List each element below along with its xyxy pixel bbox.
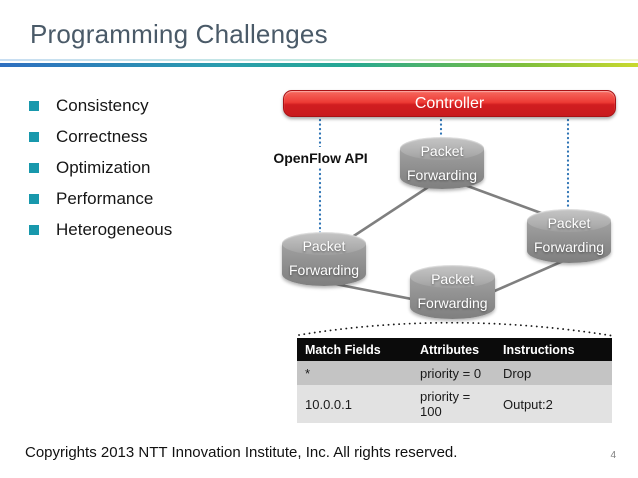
table-cell: priority = 100 xyxy=(412,385,495,423)
list-item: Consistency xyxy=(29,90,172,121)
bullet-square-icon xyxy=(29,193,39,204)
node-label: Packet Forwarding xyxy=(410,267,495,315)
cylinder-top xyxy=(527,209,611,232)
list-item: Correctness xyxy=(29,121,172,152)
node-label-line1: Packet xyxy=(547,215,591,231)
column-header: Match Fields xyxy=(297,338,412,361)
flow-table-callout-dots xyxy=(298,321,615,337)
cylinder-top xyxy=(410,265,495,288)
node-label: Packet Forwarding xyxy=(527,211,611,259)
bullet-square-icon xyxy=(29,131,39,142)
bullet-square-icon xyxy=(29,162,39,173)
openflow-api-label: OpenFlow API xyxy=(272,147,369,168)
bullet-square-icon xyxy=(29,100,39,111)
controller-label: Controller xyxy=(414,94,485,112)
node-label-line1: Packet xyxy=(431,271,474,287)
page-number: 4 xyxy=(610,450,616,461)
packet-forwarding-node-right: Packet Forwarding xyxy=(527,209,611,263)
bullet-label: Performance xyxy=(56,188,154,208)
table-cell: 10.0.0.1 xyxy=(297,385,412,423)
cylinder-top xyxy=(400,137,484,160)
table-cell: * xyxy=(297,361,412,385)
title-accent-rule-light xyxy=(0,59,638,61)
list-item: Heterogeneous xyxy=(29,214,172,245)
bullet-label: Correctness xyxy=(56,126,148,146)
page-title: Programming Challenges xyxy=(30,19,328,49)
bullet-square-icon xyxy=(29,224,39,235)
column-header: Attributes xyxy=(412,338,495,361)
packet-forwarding-node-left: Packet Forwarding xyxy=(282,232,366,286)
controller-node: Controller xyxy=(283,90,616,117)
node-label-line1: Packet xyxy=(420,143,464,159)
node-label-line2: Forwarding xyxy=(417,295,488,311)
node-label-line2: Forwarding xyxy=(533,239,605,255)
table-cell: Output:2 xyxy=(495,385,612,423)
switch-link-top-left xyxy=(339,180,437,247)
cylinder-top xyxy=(282,232,366,255)
bullet-list: Consistency Correctness Optimization Per… xyxy=(29,90,172,245)
table-cell: priority = 0 xyxy=(412,361,495,385)
node-label: Packet Forwarding xyxy=(282,234,366,282)
node-label-line2: Forwarding xyxy=(406,167,478,183)
copyright-text: Copyrights 2013 NTT Innovation Institute… xyxy=(25,444,458,461)
table-cell: Drop xyxy=(495,361,612,385)
bullet-label: Heterogeneous xyxy=(56,219,173,239)
list-item: Optimization xyxy=(29,152,172,183)
packet-forwarding-node-bottom: Packet Forwarding xyxy=(410,265,495,319)
list-item: Performance xyxy=(29,183,172,214)
table-row: * priority = 0 Drop xyxy=(297,361,612,385)
table-header-row: Match Fields Attributes Instructions xyxy=(297,338,612,361)
node-label-line1: Packet xyxy=(302,238,346,254)
column-header: Instructions xyxy=(495,338,612,361)
packet-forwarding-node-top: Packet Forwarding xyxy=(400,137,484,189)
bullet-label: Consistency xyxy=(56,95,149,115)
bullet-label: Optimization xyxy=(56,157,151,177)
node-label: Packet Forwarding xyxy=(400,139,484,187)
node-label-line2: Forwarding xyxy=(288,262,360,278)
title-accent-rule xyxy=(0,63,638,67)
table-row: 10.0.0.1 priority = 100 Output:2 xyxy=(297,385,612,423)
flow-table: Match Fields Attributes Instructions * p… xyxy=(297,338,612,423)
